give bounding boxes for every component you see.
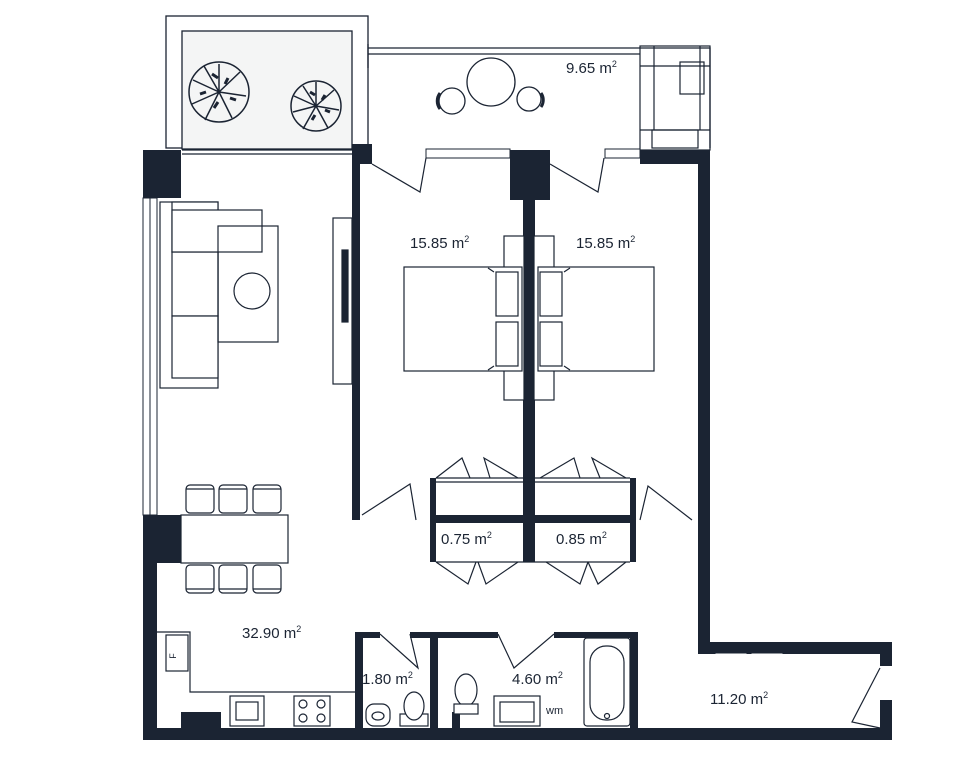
- balcony-area-label: 9.65 m2: [566, 59, 617, 77]
- bathroom-area-label: 4.60 m2: [512, 670, 563, 688]
- plant-icon: [290, 80, 342, 132]
- hall-area-label: 11.20 m2: [710, 690, 768, 708]
- balcony-table: [435, 57, 545, 115]
- wc-fixtures: [365, 691, 429, 727]
- hall-windows: [715, 653, 783, 661]
- closet-1-area-label: 0.75 m2: [441, 530, 492, 548]
- bedroom-2-area-label: 15.85 m2: [576, 234, 635, 252]
- sofa: [159, 201, 263, 389]
- closet-2-area-label: 0.85 m2: [556, 530, 607, 548]
- washing-machine-label: wm: [545, 705, 563, 717]
- bathroom-fixtures: [453, 637, 631, 727]
- living-kitchen-area-label: 32.90 m2: [242, 624, 301, 642]
- balcony-storage: [639, 45, 711, 151]
- door-swings: [361, 157, 881, 729]
- rug: [217, 225, 279, 343]
- plant-icon: [188, 61, 250, 123]
- window-gaps: [142, 148, 641, 728]
- wc-area-label: 1.80 m2: [362, 670, 413, 688]
- bed-2: [533, 235, 655, 401]
- fridge-label: F: [168, 653, 178, 659]
- room-labels: 9.65 m2 15.85 m2 15.85 m2 0.75 m2 0.85 m…: [168, 59, 768, 717]
- dining-table: [180, 484, 289, 594]
- bed-1: [403, 235, 525, 401]
- tv-unit: [332, 217, 353, 385]
- kitchen-counter: [157, 631, 355, 727]
- bedroom-1-area-label: 15.85 m2: [410, 234, 469, 252]
